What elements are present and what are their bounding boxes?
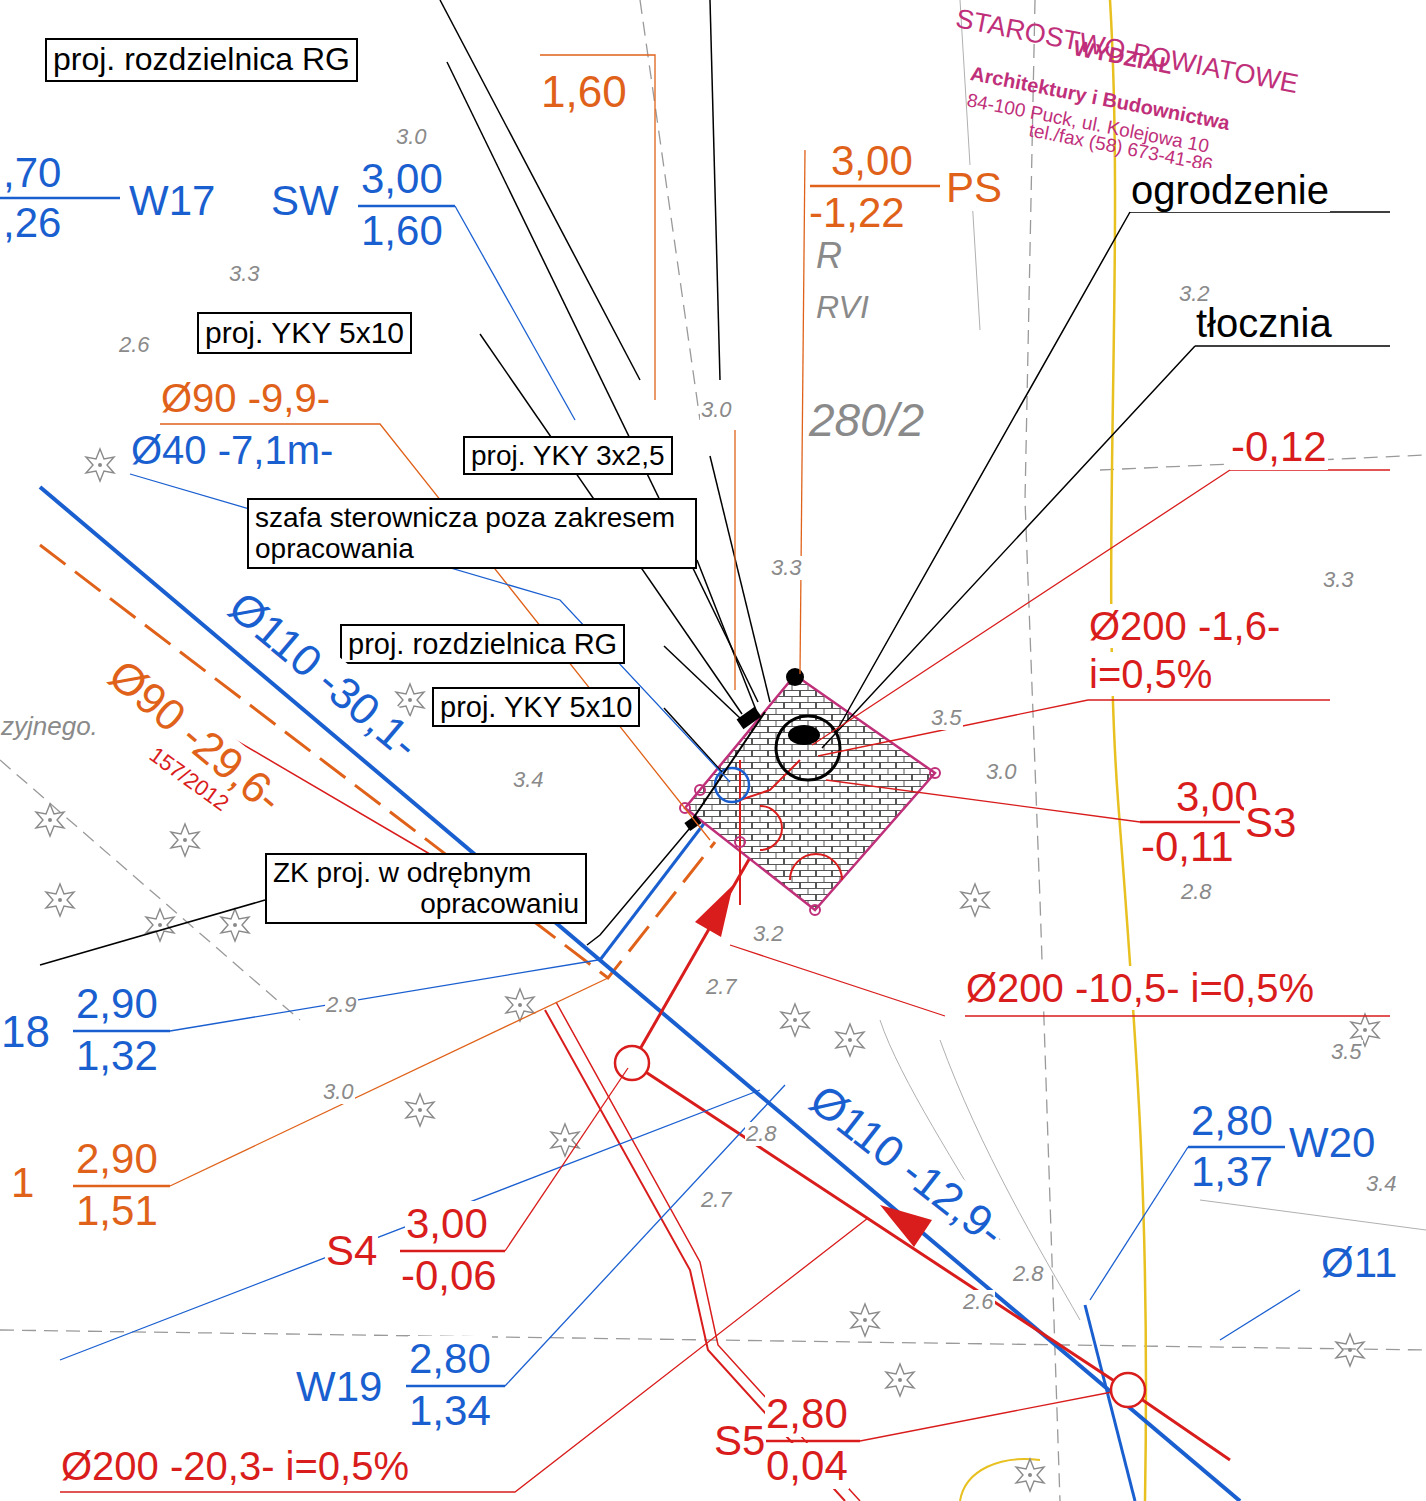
map-label: 2,80 xyxy=(1190,1098,1274,1144)
map-label: W17 xyxy=(128,178,216,224)
map-label: 3.4 xyxy=(1365,1172,1398,1196)
map-label: Ø200 -1,6- xyxy=(1088,604,1281,648)
callout-box: proj. YKY 5x10 xyxy=(432,687,640,727)
map-label: 2.6 xyxy=(962,1290,995,1314)
map-label: 1,32 xyxy=(75,1033,159,1079)
map-label: 3.0 xyxy=(322,1080,355,1104)
map-label: 2.6 xyxy=(118,333,151,357)
map-label: 3,00 xyxy=(405,1201,489,1247)
map-label: 2.8 xyxy=(1012,1262,1045,1286)
map-label: W20 xyxy=(1288,1120,1376,1166)
map-label: S4 xyxy=(325,1228,378,1274)
map-label: 3.0 xyxy=(700,398,733,422)
callout-box: proj. YKY 3x2,5 xyxy=(463,436,673,475)
map-label: 1,37 xyxy=(1190,1149,1274,1195)
map-label: Ø40 -7,1m- xyxy=(130,428,334,472)
callout-box: ZK proj. w odrębnym opracowaniu xyxy=(265,853,587,924)
map-label: -0,11 xyxy=(1140,824,1235,870)
map-label: Ø200 -10,5- i=0,5% xyxy=(965,966,1315,1010)
map-label: SW xyxy=(270,178,340,224)
map-label: Ø200 -20,3- i=0,5% xyxy=(60,1444,410,1488)
map-label: 18 xyxy=(0,1008,51,1056)
map-label: 280/2 xyxy=(808,395,925,446)
map-label: -1,22 xyxy=(808,190,906,236)
map-label: 3.2 xyxy=(1178,282,1211,306)
map-label: 3.3 xyxy=(228,262,261,286)
map-label: 1,60 xyxy=(540,68,628,116)
map-label: 1,51 xyxy=(75,1188,159,1234)
map-label: 2,80 xyxy=(408,1336,492,1382)
map-label: 3.0 xyxy=(985,760,1018,784)
map-label: 1,60 xyxy=(360,208,444,254)
map-label: 2,90 xyxy=(75,981,159,1027)
map-label: Ø11 xyxy=(1320,1240,1398,1286)
map-label: Ø110 -30,1- xyxy=(219,582,429,769)
map-label: i=0,5% xyxy=(1088,652,1213,696)
map-label: R xyxy=(815,236,843,276)
map-label: -0,06 xyxy=(400,1253,498,1299)
map-label: 2.7 xyxy=(700,1188,733,1212)
callout-box: szafa sterownicza poza zakresem opracowa… xyxy=(247,498,697,569)
map-label: Ø90 -9,9- xyxy=(160,376,331,420)
callout-text: szafa sterownicza poza zakresem opracowa… xyxy=(255,502,675,564)
map-label: 2.7 xyxy=(705,975,738,999)
callout-text: proj. YKY 3x2,5 xyxy=(471,440,665,471)
map-label: 3.0 xyxy=(395,125,428,149)
map-label: 3.5 xyxy=(1330,1040,1363,1064)
map-label: RVI xyxy=(815,290,870,325)
callout-box: proj. rozdzielnica RG xyxy=(340,624,625,664)
callout-text: proj. YKY 5x10 xyxy=(205,316,404,349)
map-label: ,70 xyxy=(2,150,62,196)
callout-text: ZK proj. w odrębnym opracowaniu xyxy=(273,857,579,919)
map-label: PS xyxy=(945,165,1003,211)
map-label: 2.8 xyxy=(1180,880,1213,904)
map-label: 3.3 xyxy=(1322,568,1355,592)
callout-text: proj. YKY 5x10 xyxy=(440,691,632,723)
map-label: 3,00 xyxy=(830,138,914,184)
map-label: zyjnego. xyxy=(0,712,99,741)
callout-box: proj. rozdzielnica RG xyxy=(45,38,358,82)
map-label: 3.5 xyxy=(930,706,963,730)
map-label: -0,12 xyxy=(1230,424,1328,470)
callout-box: proj. YKY 5x10 xyxy=(197,312,412,354)
map-label: ,26 xyxy=(2,200,62,246)
map-label: 2.8 xyxy=(745,1122,778,1146)
map-label: tłocznia xyxy=(1195,301,1333,345)
map-label: 2,90 xyxy=(75,1136,159,1182)
map-label: W19 xyxy=(295,1364,383,1410)
map-label: 3.2 xyxy=(752,922,785,946)
map-label: 1 xyxy=(10,1160,35,1206)
callout-text: proj. rozdzielnica RG xyxy=(53,41,350,77)
map-label: 1,34 xyxy=(408,1388,492,1434)
map-label: 3.3 xyxy=(770,556,803,580)
map-label: 2.9 xyxy=(325,993,358,1017)
map-label: S5 xyxy=(713,1418,766,1464)
map-label: 3,00 xyxy=(360,156,444,202)
map-label: ogrodzenie xyxy=(1130,168,1330,212)
map-label: 3.4 xyxy=(512,768,545,792)
map-label: 2,80 xyxy=(765,1391,849,1437)
map-label: 0,04 xyxy=(765,1443,849,1489)
callout-text: proj. rozdzielnica RG xyxy=(348,628,617,660)
map-label: S3 xyxy=(1244,800,1297,846)
